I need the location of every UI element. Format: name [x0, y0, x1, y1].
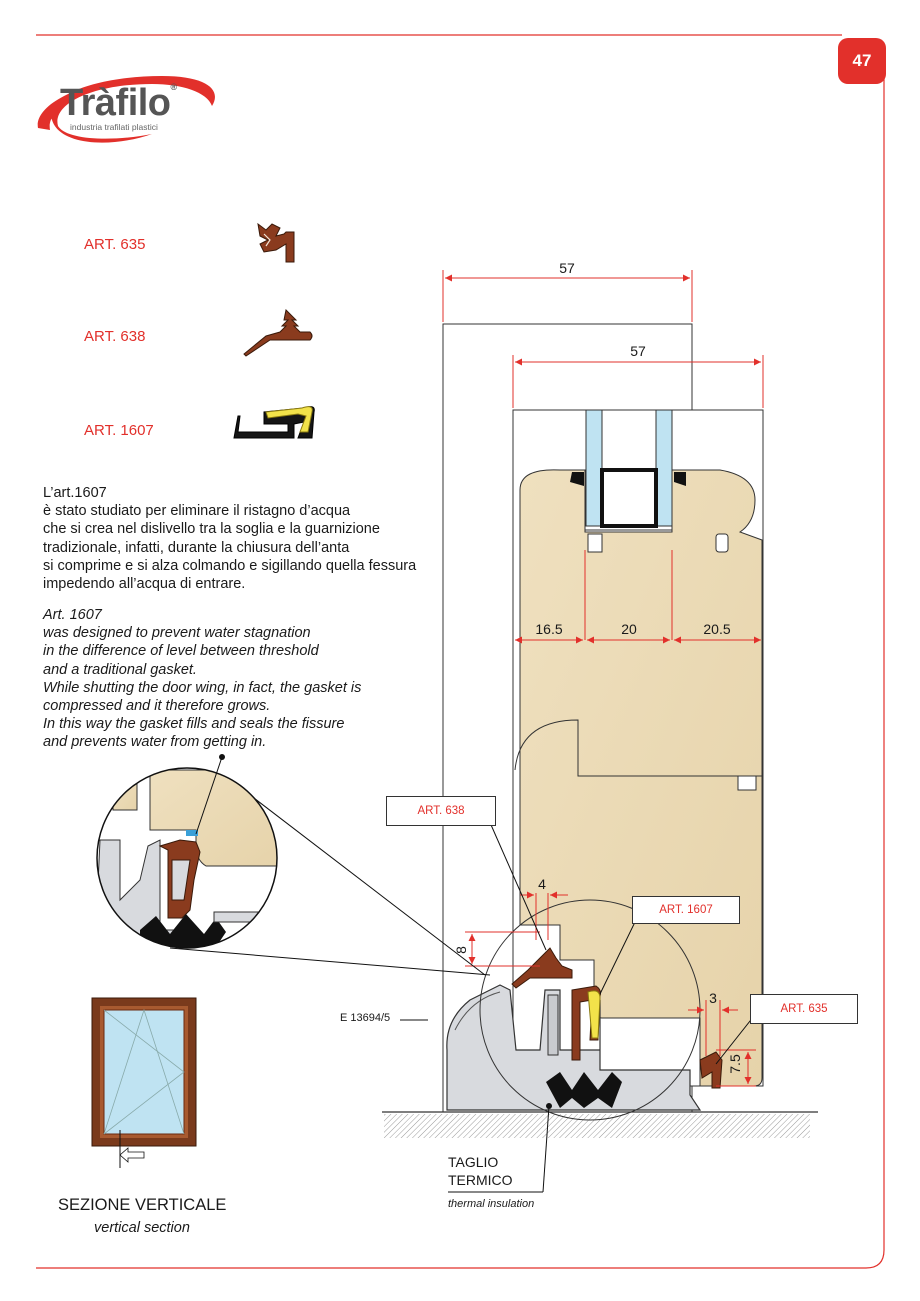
paragraph-line: in the difference of level between thres…: [43, 643, 319, 660]
paragraph-line: tradizionale, infatti, durante la chiusu…: [43, 539, 350, 556]
paragraph-line: Art. 1607: [43, 607, 102, 623]
paragraph-line: While shutting the door wing, in fact, t…: [43, 679, 362, 696]
glass-spacer: [600, 468, 658, 528]
gasket-635-section: [699, 1051, 723, 1089]
profile-code-label: E 13694/5: [340, 1012, 391, 1024]
paragraph-line: and prevents water from getting in.: [43, 734, 267, 751]
thermal-caption-line1: TAGLIO: [448, 1154, 499, 1170]
dim-gap-height: 8: [453, 946, 469, 954]
brand-logo: Tràfilo® industria trafilati plastici: [32, 68, 222, 148]
logo-wordmark: Tràfilo®: [60, 82, 177, 124]
paragraph-line: compressed and it therefore grows.: [43, 698, 271, 715]
callout-art-638: ART. 638: [386, 796, 496, 826]
gasket-635-icon: [257, 222, 295, 263]
glass-pane-right: [655, 409, 673, 527]
article-label-1607: ART. 1607: [84, 422, 154, 439]
description-italian: L’art.1607 è stato studiato per eliminar…: [43, 484, 416, 593]
dim-sash-width: 57: [630, 343, 646, 359]
paragraph-line: and a traditional gasket.: [43, 661, 197, 678]
logo-swoosh-icon: [37, 76, 215, 143]
paragraph-line: è stato studiato per eliminare il ristag…: [43, 503, 351, 520]
thermal-break: [546, 1072, 622, 1108]
dim-outer-width: 57: [559, 260, 575, 276]
floor-hatch: [384, 1114, 810, 1138]
article-label-638: ART. 638: [84, 328, 146, 345]
gasket-1607-icon: [233, 406, 315, 439]
section-title: SEZIONE VERTICALE: [58, 1196, 227, 1214]
dim-small-width: 3: [709, 990, 717, 1006]
thermal-caption-en: thermal insulation: [448, 1198, 535, 1210]
dim-small-height: 7.5: [727, 1054, 743, 1074]
section-subtitle: vertical section: [94, 1220, 190, 1236]
callout-art-1607: ART. 1607: [632, 896, 740, 924]
dim-seg-a: 16.5: [535, 621, 562, 637]
window-elevation-icon: [91, 997, 197, 1168]
paragraph-line: In this way the gasket fills and seals t…: [43, 716, 345, 733]
article-label-635: ART. 635: [84, 236, 146, 253]
paragraph-line: L’art.1607: [43, 485, 107, 501]
dim-gap-width: 4: [538, 876, 546, 892]
page-number-badge: 47: [838, 38, 886, 84]
dim-seg-c: 20.5: [703, 621, 730, 637]
paragraph-line: si comprime e si alza colmando e sigilla…: [43, 557, 417, 574]
callout-art-635: ART. 635: [750, 994, 858, 1024]
description-english: Art. 1607 was designed to prevent water …: [43, 606, 361, 752]
page-number: 47: [852, 51, 872, 70]
thermal-caption-line2: TERMICO: [448, 1172, 513, 1188]
gasket-638-section: [511, 947, 573, 989]
paragraph-line: che si crea nel dislivello tra la soglia…: [43, 521, 380, 538]
aluminium-threshold: [446, 984, 702, 1111]
paragraph-line: impedendo all’acqua di entrare.: [43, 576, 246, 593]
paragraph-line: was designed to prevent water stagnation: [43, 625, 311, 642]
gasket-638-icon: [243, 308, 313, 357]
dim-seg-b: 20: [621, 621, 637, 637]
logo-tagline: industria trafilati plastici: [70, 122, 158, 132]
glass-pane-left: [585, 409, 603, 527]
